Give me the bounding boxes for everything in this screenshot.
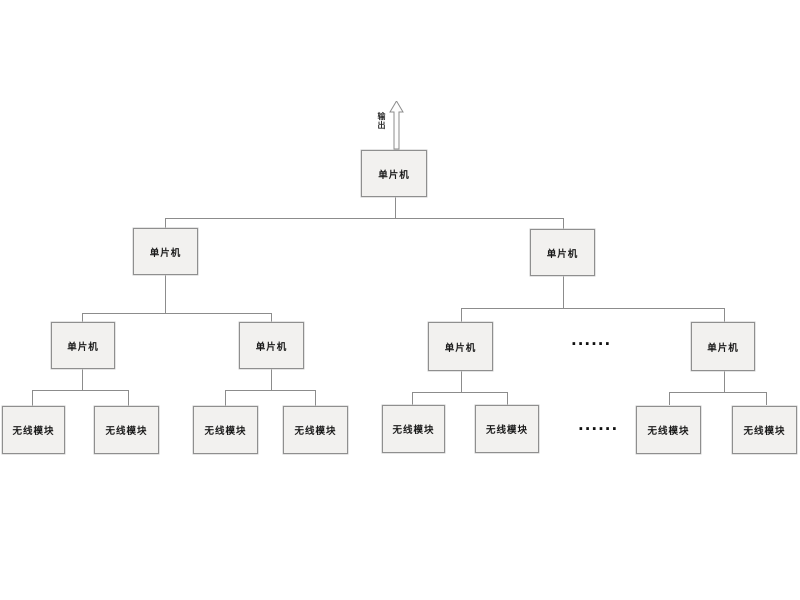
connector-line: [82, 313, 83, 322]
connector-line: [461, 371, 462, 392]
arrow-label: 输出: [377, 112, 386, 130]
node-label: 无线模块: [485, 425, 528, 436]
connector-line: [461, 308, 725, 309]
node-label: 无线模块: [105, 426, 148, 437]
connector-line: [563, 218, 564, 229]
connector-line: [395, 197, 396, 218]
node-label: 无线模块: [743, 426, 786, 437]
connector-line: [669, 392, 767, 393]
ellipsis-leaf: ······: [578, 420, 619, 438]
connector-line: [165, 218, 166, 228]
node-label: 单片机: [378, 169, 410, 181]
connector-line: [165, 218, 564, 219]
connector-line: [128, 390, 129, 406]
node-l2-right-mcu: 单片机: [530, 229, 595, 276]
connector-line: [82, 313, 272, 314]
connector-line: [669, 392, 670, 405]
node-label: 无线模块: [294, 426, 337, 437]
connector-line: [507, 392, 508, 405]
node-label: 单片机: [149, 247, 182, 259]
connector-line: [271, 369, 272, 390]
connector-line: [225, 390, 226, 406]
connector-line: [461, 308, 462, 322]
connector-line: [165, 275, 166, 313]
node-label: 单片机: [546, 248, 579, 260]
node-leaf-6-wireless: 无线模块: [475, 405, 539, 453]
node-label: 无线模块: [12, 426, 55, 437]
node-leaf-7-wireless: 无线模块: [636, 406, 701, 454]
node-l3-b-mcu: 单片机: [239, 322, 304, 369]
node-label: 单片机: [707, 342, 739, 354]
connector-line: [32, 390, 33, 406]
up-arrow-icon: [388, 100, 405, 154]
node-leaf-5-wireless: 无线模块: [382, 405, 445, 453]
node-leaf-1-wireless: 无线模块: [2, 406, 65, 454]
node-label: 单片机: [444, 342, 477, 354]
connector-line: [766, 392, 767, 405]
connector-line: [225, 390, 316, 391]
node-label: 无线模块: [392, 425, 435, 436]
node-label: 无线模块: [204, 426, 247, 437]
node-label: 无线模块: [647, 426, 690, 437]
connector-line: [724, 308, 725, 322]
connector-line: [563, 276, 564, 308]
connector-line: [412, 392, 413, 405]
connector-line: [271, 313, 272, 322]
node-label: 单片机: [67, 341, 99, 353]
node-leaf-8-wireless: 无线模块: [732, 406, 797, 454]
connector-line: [32, 390, 129, 391]
node-root-mcu: 单片机: [361, 150, 427, 197]
node-l2-left-mcu: 单片机: [133, 228, 198, 275]
connector-line: [412, 392, 508, 393]
node-leaf-3-wireless: 无线模块: [193, 406, 258, 454]
connector-line: [82, 369, 83, 390]
node-leaf-2-wireless: 无线模块: [94, 406, 159, 454]
node-l3-a-mcu: 单片机: [51, 322, 115, 369]
node-l3-c-mcu: 单片机: [428, 322, 493, 371]
node-label: 单片机: [255, 341, 288, 353]
ellipsis-level3: ······: [571, 335, 612, 353]
connector-line: [315, 390, 316, 406]
node-leaf-4-wireless: 无线模块: [283, 406, 348, 454]
node-l3-d-mcu: 单片机: [691, 322, 755, 371]
connector-line: [724, 371, 725, 392]
